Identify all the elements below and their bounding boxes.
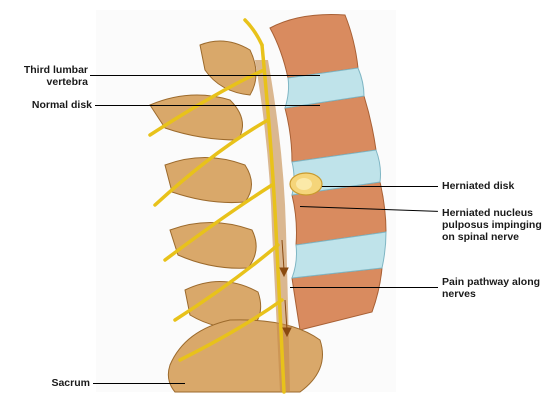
label-herniated-disk: Herniated disk xyxy=(442,180,554,192)
label-sacrum: Sacrum xyxy=(4,377,90,389)
leader-sacrum xyxy=(93,383,185,384)
label-third-lumbar-vertebra: Third lumbar vertebra xyxy=(4,64,88,88)
leader-normal-disk xyxy=(95,105,320,106)
label-herniated-nucleus: Herniated nucleus pulposus impinging on … xyxy=(442,207,554,243)
leader-third-lumbar-vertebra xyxy=(90,75,320,76)
herniated-nucleus-core xyxy=(296,178,312,190)
label-pain-pathway: Pain pathway along nerves xyxy=(442,276,542,300)
leader-pain-pathway xyxy=(290,287,438,288)
label-normal-disk: Normal disk xyxy=(4,99,92,111)
leader-herniated-disk xyxy=(322,186,438,187)
